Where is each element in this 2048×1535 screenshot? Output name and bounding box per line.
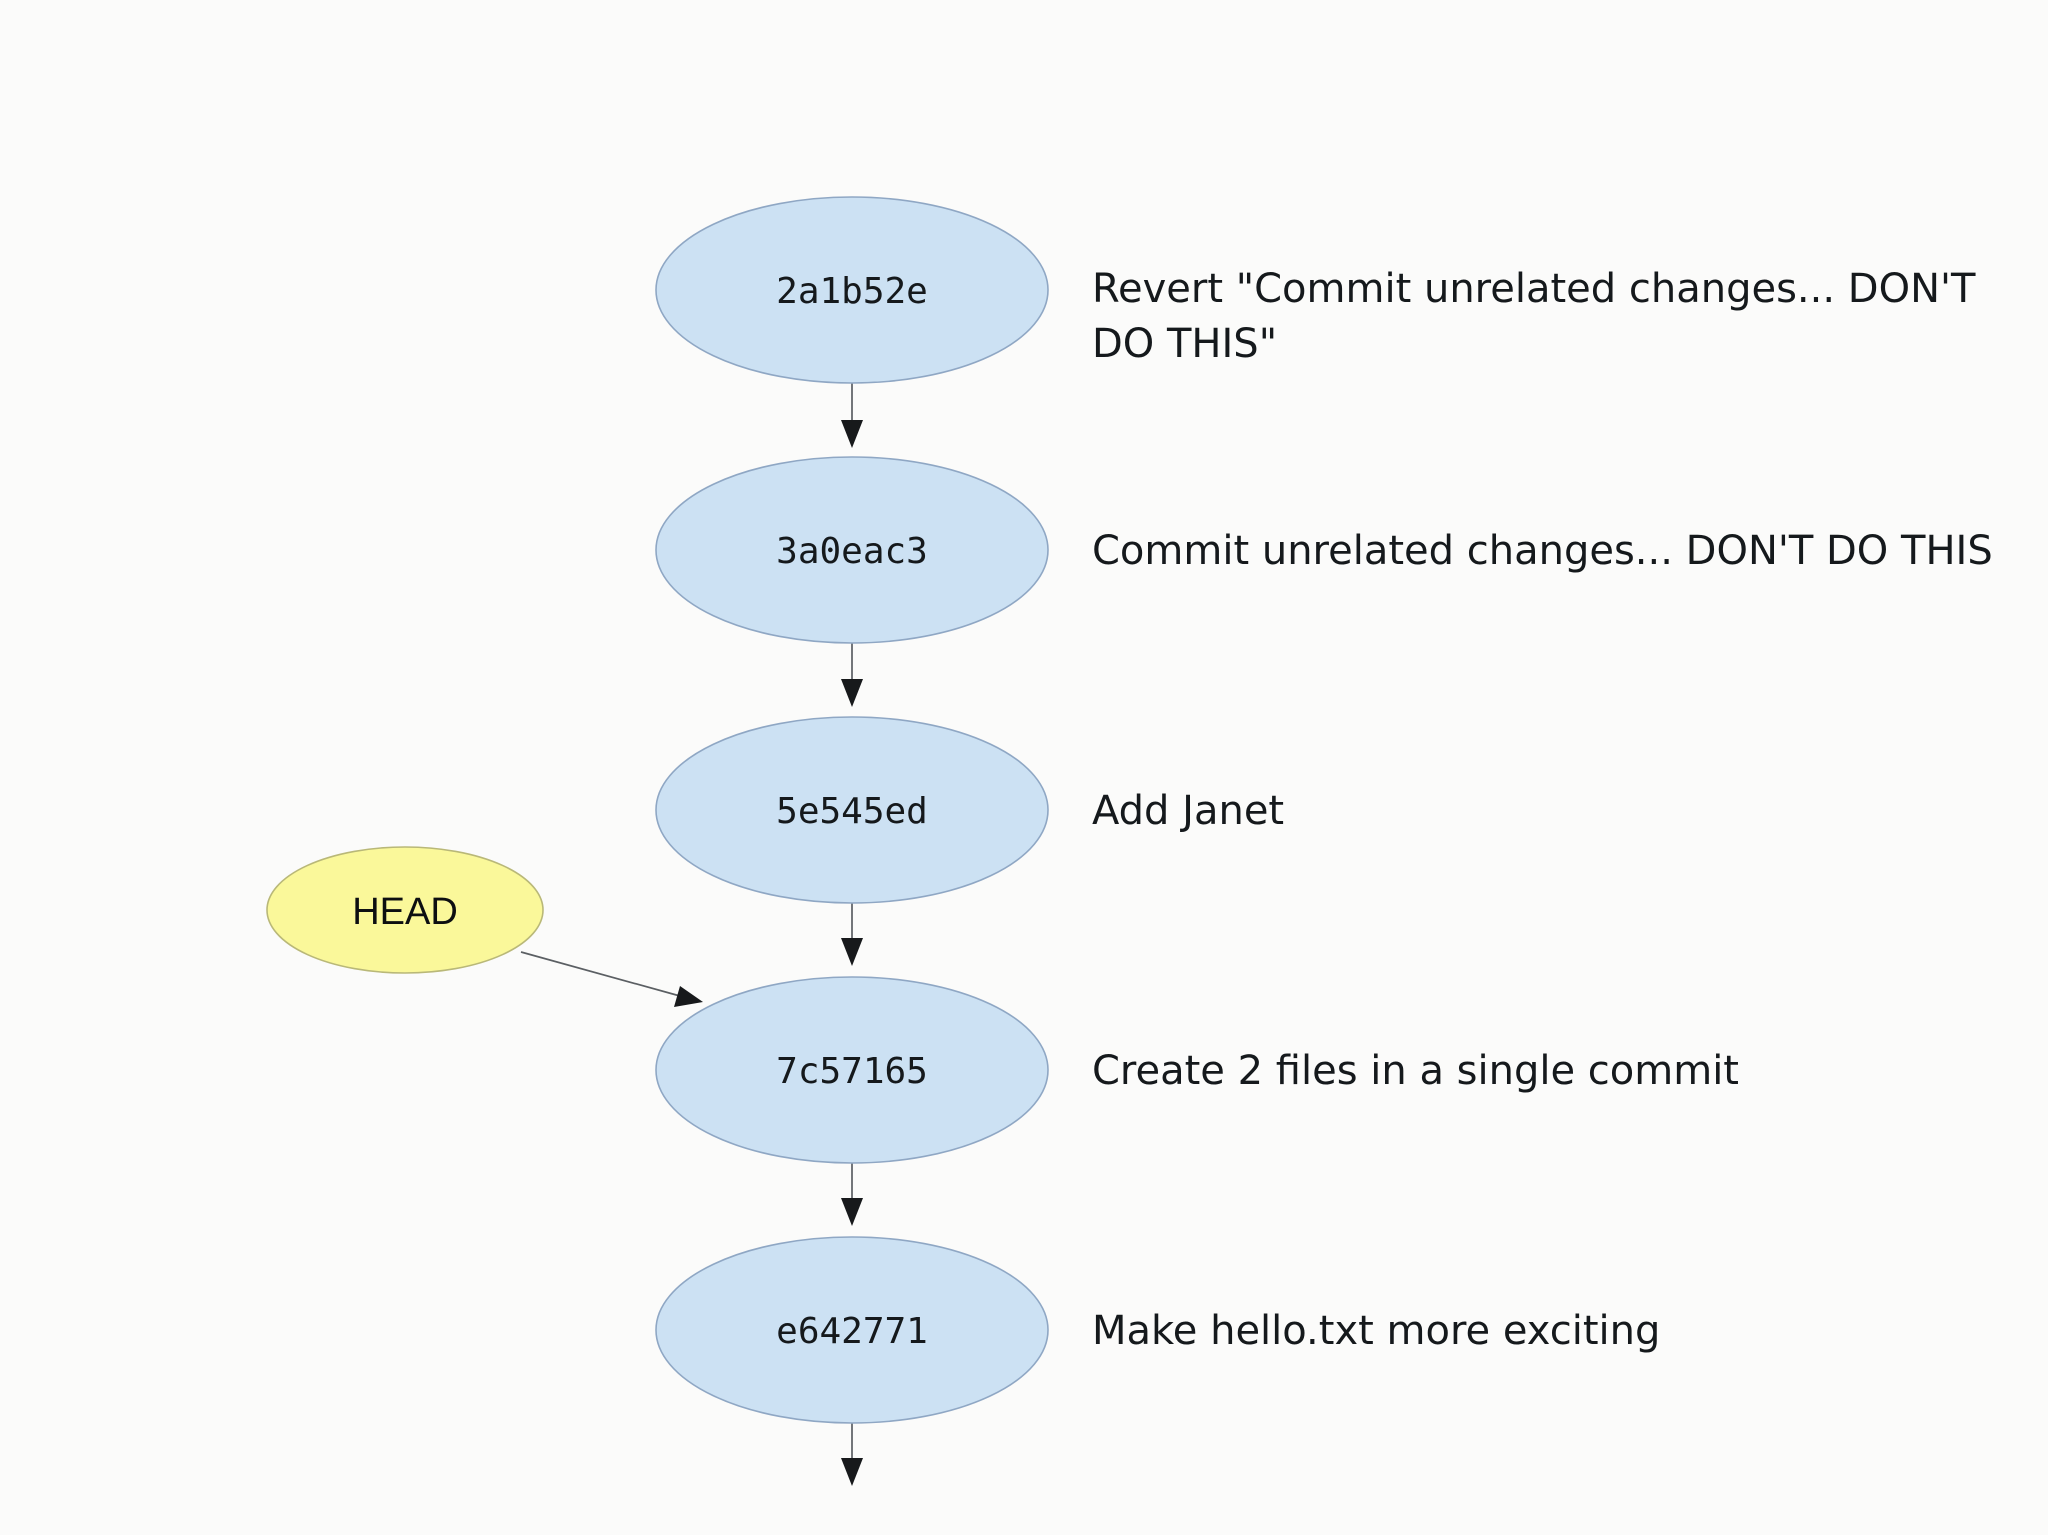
commit-node-e642771[interactable]: e642771 bbox=[655, 1236, 1049, 1424]
commit-ellipse[interactable] bbox=[655, 196, 1049, 384]
edge-7c57165-to-e642771 bbox=[841, 1160, 863, 1226]
edge-5e545ed-to-7c57165 bbox=[841, 900, 863, 966]
commit-hash-label: 5e545ed bbox=[776, 791, 928, 832]
commit-message-5e545ed: Add Janet bbox=[1092, 788, 1284, 834]
commit-message-line-1: Add Janet bbox=[1092, 788, 1284, 834]
commit-message-7c57165: Create 2 files in a single commit bbox=[1092, 1048, 1739, 1094]
commit-message-line-2: DO THIS" bbox=[1092, 321, 1277, 367]
head-node[interactable]: HEAD bbox=[266, 846, 544, 974]
edge-2a1b52e-to-3a0eac3 bbox=[841, 380, 863, 448]
commit-hash-label: 2a1b52e bbox=[776, 271, 928, 312]
commit-message-line-1: Revert "Commit unrelated changes... DON'… bbox=[1092, 266, 1976, 312]
commit-ellipse[interactable] bbox=[655, 1236, 1049, 1424]
commit-node-7c57165[interactable]: 7c57165 bbox=[655, 976, 1049, 1164]
head-label: HEAD bbox=[352, 891, 458, 933]
commit-message-line-1: Make hello.txt more exciting bbox=[1092, 1308, 1660, 1354]
commit-node-2a1b52e[interactable]: 2a1b52e bbox=[655, 196, 1049, 384]
commit-node-3a0eac3[interactable]: 3a0eac3 bbox=[655, 456, 1049, 644]
commit-message-line-1: Create 2 files in a single commit bbox=[1092, 1048, 1739, 1094]
commit-node-5e545ed[interactable]: 5e545ed bbox=[655, 716, 1049, 904]
commit-message-2a1b52e: Revert "Commit unrelated changes... DON'… bbox=[1092, 266, 1976, 367]
commit-message-line-1: Commit unrelated changes... DON'T DO THI… bbox=[1092, 528, 1993, 574]
commit-ellipse[interactable] bbox=[655, 976, 1049, 1164]
commit-hash-label: e642771 bbox=[776, 1311, 928, 1352]
commit-ellipse[interactable] bbox=[655, 716, 1049, 904]
commit-ellipse[interactable] bbox=[655, 456, 1049, 644]
commit-hash-label: 7c57165 bbox=[776, 1051, 928, 1092]
edge-3a0eac3-to-5e545ed bbox=[841, 640, 863, 707]
commit-message-3a0eac3: Commit unrelated changes... DON'T DO THI… bbox=[1092, 528, 1993, 574]
commit-message-e642771: Make hello.txt more exciting bbox=[1092, 1308, 1660, 1354]
edge-head-to-7c57165 bbox=[520, 951, 703, 1007]
head-ellipse[interactable] bbox=[266, 846, 544, 974]
edge-e642771-to-parent bbox=[841, 1420, 863, 1486]
commit-hash-label: 3a0eac3 bbox=[776, 531, 928, 572]
